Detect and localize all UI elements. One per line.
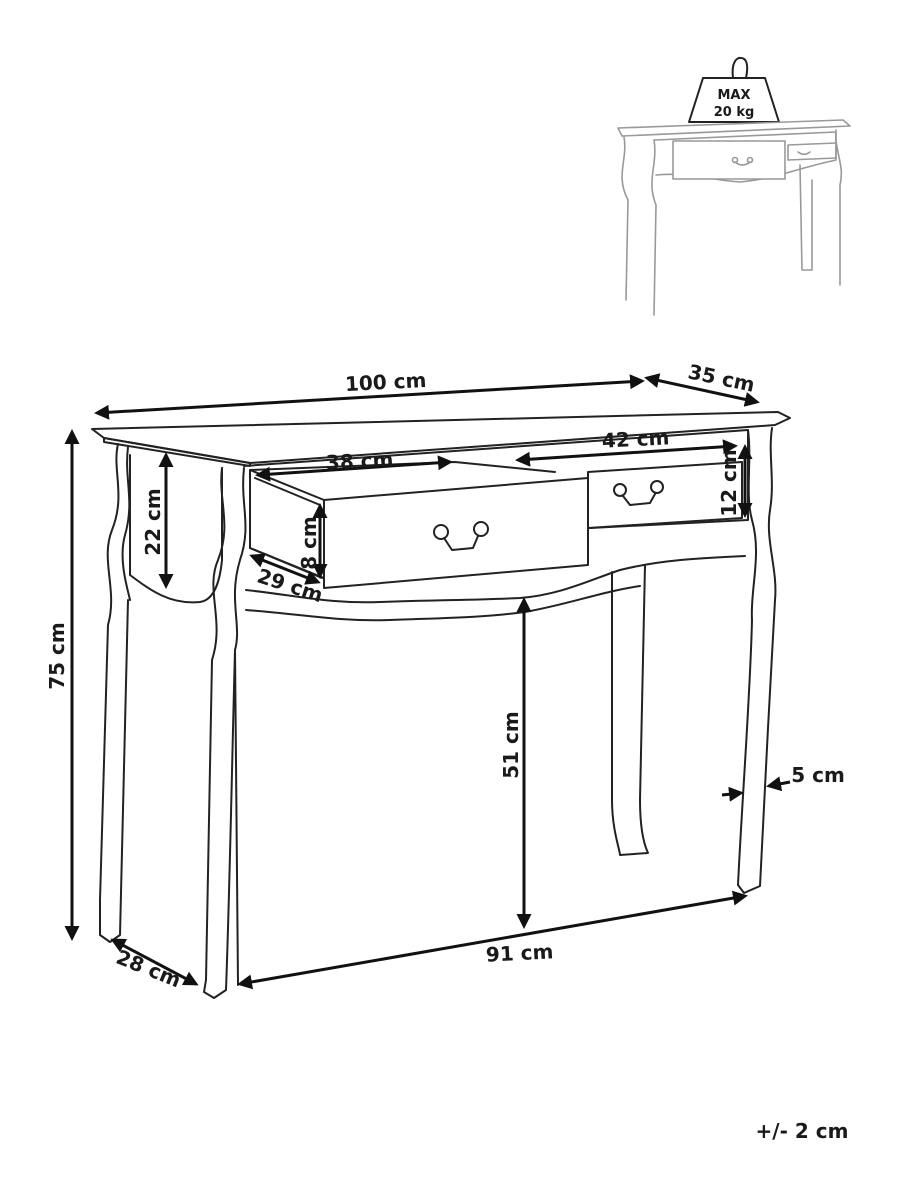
arrow-inner-depth [110, 938, 199, 986]
tolerance-note: +/- 2 cm [756, 1119, 849, 1143]
thumbnail-table [617, 119, 851, 316]
arrow-drawer-depth [249, 553, 321, 585]
arrow-right-drawer-width [515, 439, 738, 467]
weight-badge: MAX 20 kg [688, 56, 780, 123]
label-drawer-inner-height: 8 cm [297, 516, 321, 570]
thumbnail-table-illustration: MAX 20 kg [617, 56, 851, 316]
label-inner-depth: 28 cm [113, 945, 185, 993]
weight-badge-line1: MAX [717, 88, 750, 103]
arrow-leg-thickness-right [766, 776, 791, 792]
weight-badge-line2: 20 kg [714, 105, 755, 120]
label-apron-height: 22 cm [141, 488, 165, 556]
main-table-illustration [91, 411, 791, 999]
label-total-height: 75 cm [45, 622, 69, 690]
label-knee-clearance: 51 cm [499, 711, 523, 779]
label-leg-thickness: 5 cm [791, 763, 845, 787]
label-width: 100 cm [344, 368, 427, 396]
left-drawer-front [323, 477, 589, 589]
label-depth: 35 cm [686, 359, 757, 397]
arrow-leg-thickness-left [721, 786, 744, 802]
tabletop [91, 411, 791, 464]
arrow-inner-width [237, 890, 748, 990]
label-right-drawer-width: 42 cm [601, 425, 670, 452]
label-drawer-front-height: 12 cm [717, 449, 741, 517]
label-inner-width: 91 cm [485, 939, 554, 966]
label-left-drawer-width: 38 cm [325, 447, 394, 474]
left-drawer-handle-icon [433, 521, 489, 551]
dimension-arrows [64, 373, 791, 990]
arrow-depth [644, 373, 760, 407]
arrow-left-drawer-width [255, 455, 453, 482]
right-drawer-handle-icon [613, 480, 664, 506]
arrow-width [94, 374, 645, 420]
